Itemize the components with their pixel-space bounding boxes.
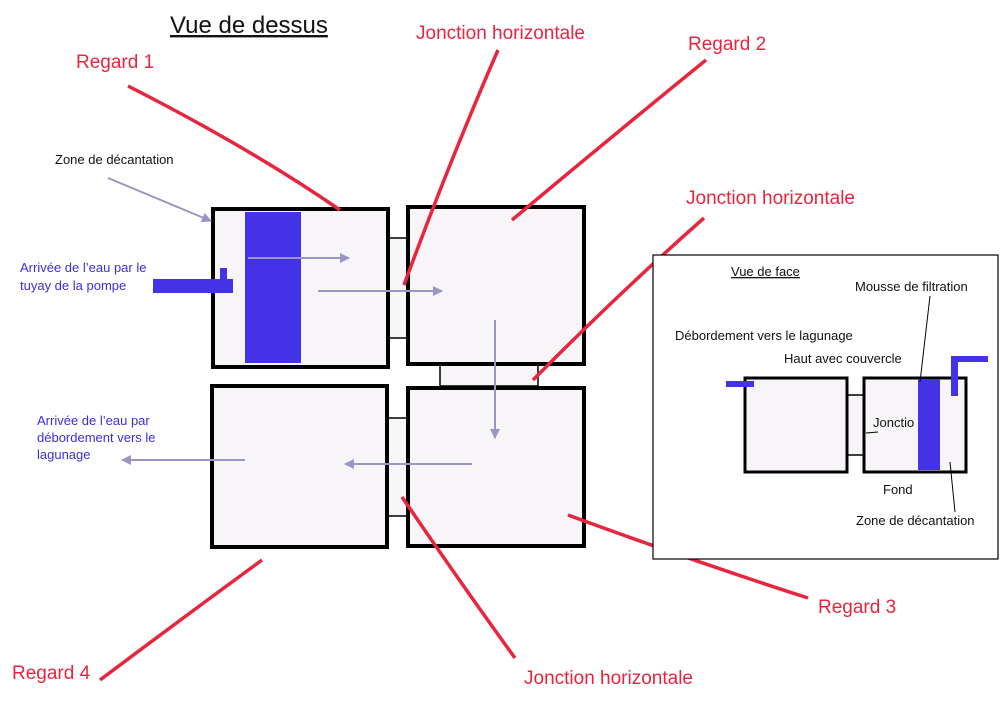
inlet-pipe	[153, 279, 233, 293]
label-regard-4: Regard 4	[12, 663, 91, 684]
front-overflow-pipe	[726, 381, 754, 387]
pointer-regard-1	[127, 84, 341, 210]
label-haut-couvercle: Haut avec couvercle	[784, 351, 902, 366]
label-jonction-right: Jonction horizontale	[686, 188, 855, 209]
page-title: Vue de dessus	[170, 12, 328, 39]
pointer-regard-2	[510, 58, 708, 222]
pointer-jonction-right	[533, 216, 706, 382]
label-jonction-top: Jonction horizontale	[416, 23, 585, 44]
label-regard-3: Regard 3	[818, 597, 896, 618]
label-mousse: Mousse de filtration	[855, 279, 968, 294]
leader-jonction	[865, 431, 879, 434]
label-fond: Fond	[883, 482, 913, 497]
pointer-jonction-bottom	[400, 496, 517, 660]
front-view-title: Vue de face	[731, 264, 800, 279]
front-inlet-riser	[951, 356, 958, 396]
label-arrivee-debord-1: Arrivée de l’eau par	[37, 413, 150, 428]
front-inlet-pipe	[951, 356, 988, 362]
label-zone-front: Zone de décantation	[856, 513, 975, 528]
label-regard-2: Regard 2	[688, 34, 766, 55]
regard-4-box	[210, 384, 389, 549]
label-jonction-bottom: Jonction horizontale	[524, 668, 693, 689]
junction-2-3	[439, 363, 539, 387]
pointer-jonction-top	[404, 49, 500, 286]
leader-mousse	[919, 295, 931, 383]
label-regard-1: Regard 1	[76, 52, 154, 73]
leader-zone	[949, 461, 956, 513]
label-arrivee-debord-2: débordement vers le	[37, 430, 156, 445]
label-arrivee-debord-3: lagunage	[37, 447, 91, 462]
pointer-regard-4	[98, 558, 264, 682]
label-arrivee-pompe-1: Arrivée de l’eau par le	[20, 260, 146, 275]
label-zone-decantation: Zone de décantation	[55, 152, 174, 167]
label-debordement: Débordement vers le lagunage	[675, 328, 853, 343]
front-box-right	[862, 376, 968, 474]
front-box-left	[743, 376, 849, 474]
filter-foam	[245, 212, 301, 363]
front-view-inset: Vue de face Mousse de filtration Déborde…	[652, 254, 999, 560]
label-jonction-front: Jonctio	[873, 415, 914, 430]
flow-arrow-zone	[107, 177, 212, 223]
label-arrivee-pompe-2: tuyay de la pompe	[20, 278, 126, 293]
inlet-pipe-riser	[220, 268, 227, 281]
regard-3-box	[406, 386, 586, 548]
front-filter-foam	[918, 379, 940, 470]
